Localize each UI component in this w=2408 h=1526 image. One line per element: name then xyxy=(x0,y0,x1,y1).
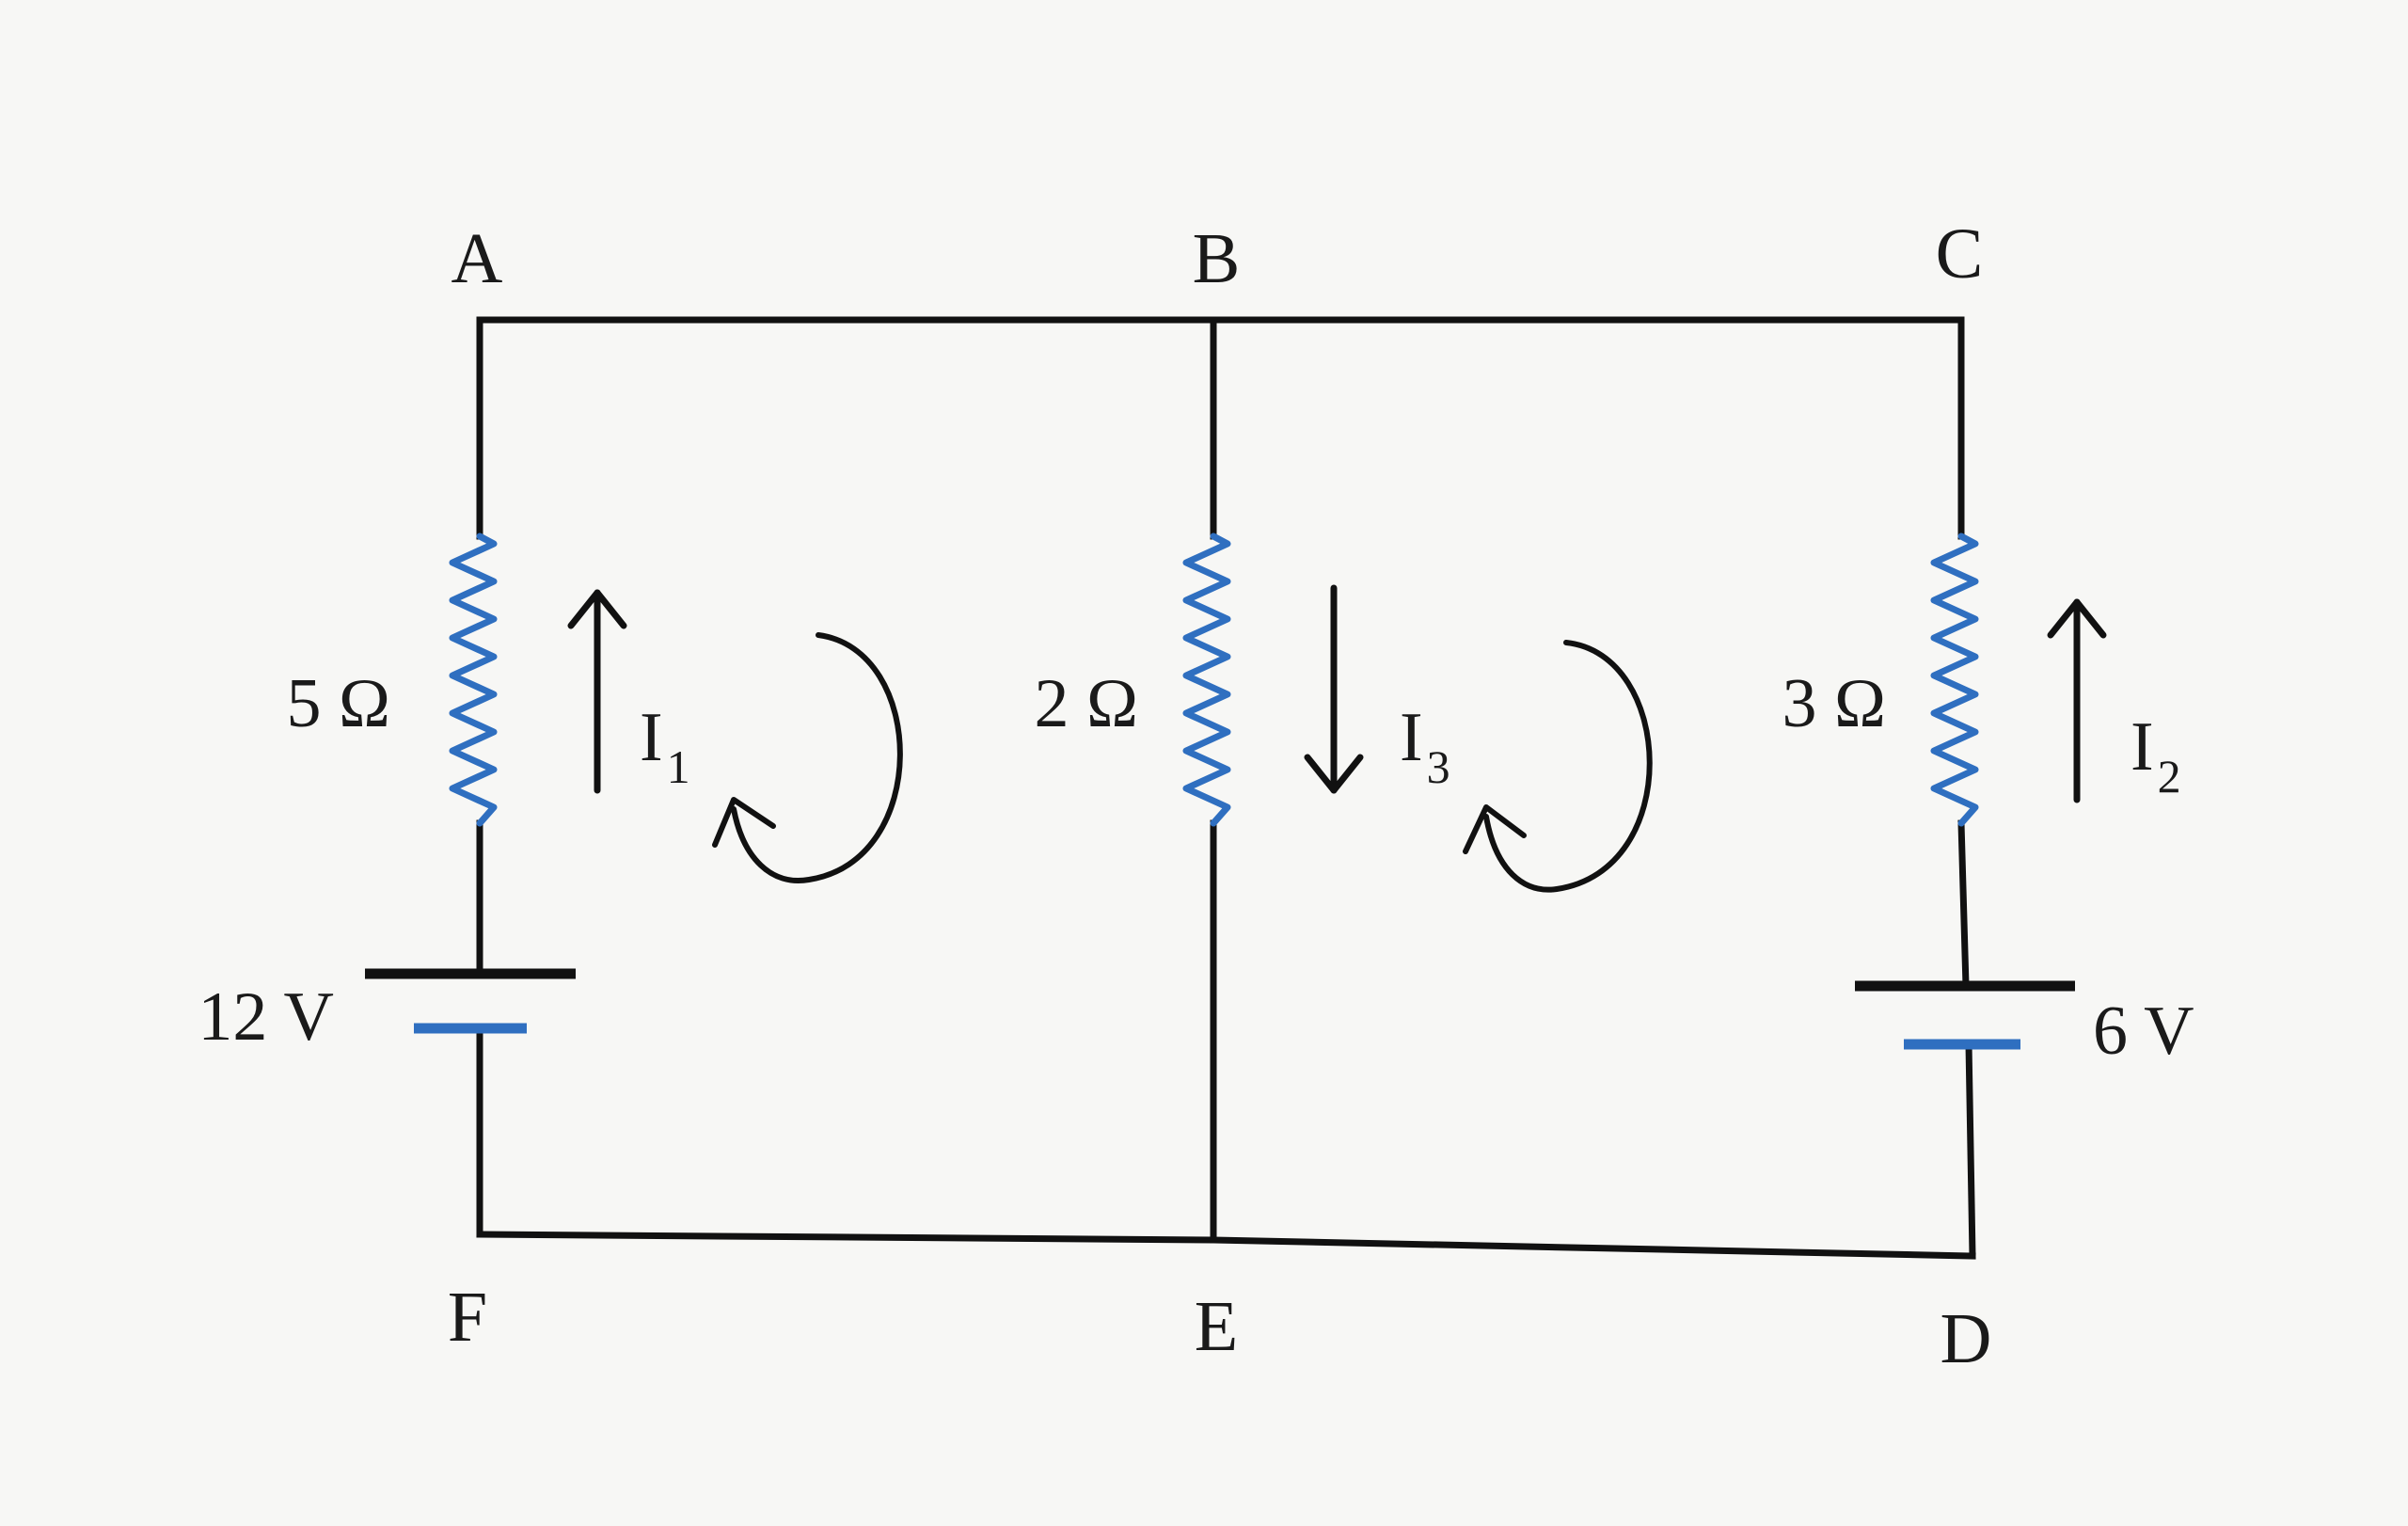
battery-left-symbol xyxy=(365,968,576,1034)
resistor-middle-label: 2 Ω xyxy=(1035,665,1139,742)
current-symbol: I xyxy=(1400,699,1423,776)
arrow-up-icon xyxy=(2047,598,2107,803)
wire-right-mid xyxy=(1957,819,1970,990)
wires xyxy=(476,316,1976,1260)
current-label-i3: I3 xyxy=(1400,699,1450,793)
node-label-f: F xyxy=(448,1278,487,1357)
loop-arrow-right-icon xyxy=(1463,640,1653,893)
current-symbol: I xyxy=(640,699,663,776)
current-label-i2: I2 xyxy=(2131,708,2181,803)
wire-right-bottom xyxy=(1965,1041,1976,1260)
arrow-up-icon xyxy=(567,589,627,794)
current-subscript: 2 xyxy=(2158,750,2181,803)
resistor-left-symbol xyxy=(449,533,498,827)
resistor-right-symbol xyxy=(1930,533,1979,827)
node-label-a: A xyxy=(452,219,503,298)
battery-right-label: 6 V xyxy=(2093,993,2194,1070)
node-label-b: B xyxy=(1193,219,1241,298)
battery-left-label: 12 V xyxy=(198,978,334,1056)
current-subscript: 3 xyxy=(1427,740,1450,793)
loop-arrow-left-icon xyxy=(712,632,903,883)
wire-bottom xyxy=(476,1231,1976,1260)
current-label-i1: I1 xyxy=(640,699,690,793)
resistor-left-label: 5 Ω xyxy=(287,665,391,742)
node-label-e: E xyxy=(1195,1287,1238,1366)
node-label-d: D xyxy=(1941,1299,1992,1378)
resistor-middle-symbol xyxy=(1182,533,1231,827)
battery-right-symbol xyxy=(1855,980,2075,1050)
current-symbol: I xyxy=(2131,708,2154,786)
current-subscript: 1 xyxy=(667,740,690,793)
node-label-c: C xyxy=(1936,215,1984,294)
resistor-right-label: 3 Ω xyxy=(1782,665,1887,742)
arrow-down-icon xyxy=(1304,584,1364,794)
